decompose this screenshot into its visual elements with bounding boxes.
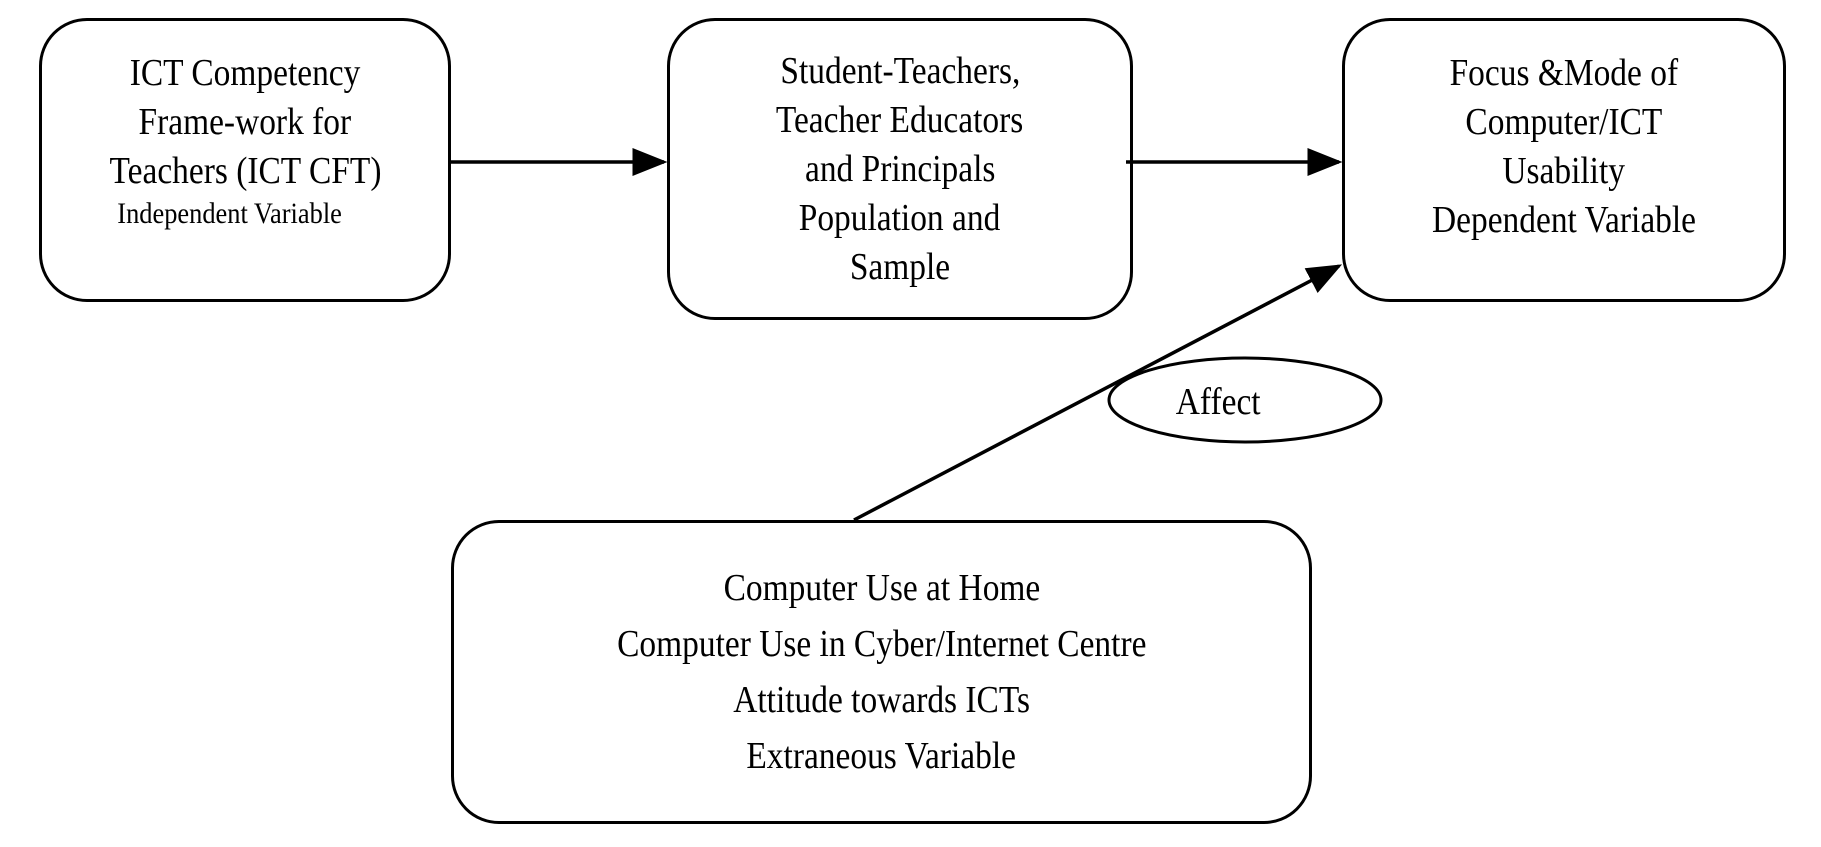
population-box: Student-Teachers, Teacher Educators and …: [667, 18, 1133, 320]
box-line: and Principals: [804, 147, 996, 190]
independent-variable-box: ICT Competency Frame-work for Teachers (…: [39, 18, 451, 302]
box-line: Population and: [799, 196, 1001, 239]
box-line: Teacher Educators: [776, 98, 1024, 141]
box-line: Teachers (ICT CFT): [109, 149, 381, 192]
role-label: Dependent Variable: [1431, 199, 1696, 241]
extraneous-variable-box: Computer Use at Home Computer Use in Cyb…: [451, 520, 1312, 824]
role-label: Independent Variable: [117, 196, 343, 230]
box-line: Computer Use in Cyber/Internet Centre: [616, 623, 1147, 665]
box-line: Frame-work for: [138, 100, 352, 143]
affect-label: Affect: [1175, 381, 1261, 423]
box-line: Computer/ICT: [1465, 101, 1663, 143]
box-line: Computer Use at Home: [723, 567, 1040, 609]
box-line: Student-Teachers,: [779, 49, 1021, 92]
box-line: Attitude towards ICTs: [733, 679, 1030, 721]
box-line: Usability: [1502, 150, 1626, 192]
arrow-extraneous-to-dependent: [853, 264, 1343, 522]
box-line: Sample: [849, 245, 951, 288]
box-line: ICT Competency: [129, 51, 361, 94]
role-label: Extraneous Variable: [746, 735, 1017, 777]
box-line: Focus &Mode of: [1449, 52, 1679, 94]
dependent-variable-box: Focus &Mode of Computer/ICT Usability De…: [1342, 18, 1786, 302]
affect-ellipse: [1107, 356, 1383, 444]
